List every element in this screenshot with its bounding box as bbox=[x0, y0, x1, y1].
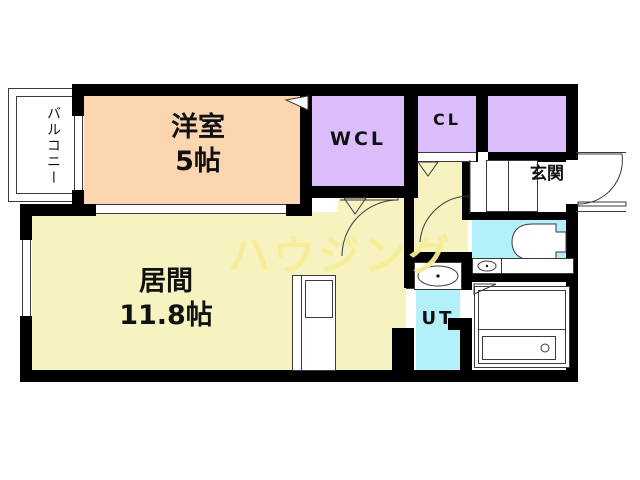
balcony-label: バルコニー bbox=[45, 106, 61, 186]
exterior-wall-bottom bbox=[20, 370, 578, 382]
corridor-entry-door-swing-icon bbox=[419, 195, 469, 243]
bath-door-indicator-icon bbox=[473, 283, 497, 295]
entry-closet bbox=[486, 160, 538, 212]
partition-corridor-entry bbox=[462, 162, 470, 220]
partition-ut-left-upper bbox=[404, 198, 414, 254]
entry-door-jamb-lower bbox=[566, 204, 578, 212]
ut-label: UT bbox=[421, 308, 455, 329]
bedroom-floor bbox=[84, 96, 310, 204]
entry-label: 玄関 bbox=[530, 164, 564, 184]
bathtub-fixture bbox=[482, 336, 556, 360]
exterior-wall-right-upper bbox=[566, 84, 578, 152]
living-floor bbox=[32, 212, 410, 370]
partition-toilet-top bbox=[462, 212, 578, 220]
partition-cl-right bbox=[476, 96, 488, 152]
entry-porch-outline bbox=[576, 152, 626, 212]
cl-door-indicator-icon bbox=[417, 161, 439, 177]
exterior-wall-left-upper-a bbox=[72, 84, 84, 116]
entry-hall-door-line-icon bbox=[469, 160, 471, 214]
cl-label: CL bbox=[433, 110, 461, 129]
wcl-label: WCL bbox=[329, 128, 386, 150]
exterior-wall-top bbox=[72, 84, 578, 96]
partition-bedroom-wcl bbox=[300, 96, 312, 216]
wcl-door-indicator-icon bbox=[343, 197, 367, 215]
entry-door-swing-icon bbox=[576, 152, 627, 207]
partition-living-right bbox=[392, 328, 404, 370]
bedroom-vent-icon bbox=[284, 95, 309, 111]
exterior-wall-left-lower bbox=[20, 316, 32, 382]
cl-door-sash bbox=[418, 152, 476, 162]
partition-entry-closet-bottom bbox=[488, 152, 566, 162]
bedroom-label-name: 洋室 bbox=[171, 112, 225, 143]
partition-corridor-bottom bbox=[404, 252, 470, 262]
bedroom-balcony-sash bbox=[74, 116, 83, 190]
partition-ut-left-mid bbox=[404, 262, 414, 288]
entry-closet-floor bbox=[488, 96, 574, 152]
kitchen-sink-basin bbox=[305, 280, 333, 318]
partition-wcl-bottom bbox=[312, 186, 404, 198]
living-label-size: 11.8帖 bbox=[119, 300, 213, 331]
corridor-upper-floor bbox=[410, 160, 468, 192]
partition-ut-left-lower bbox=[404, 330, 414, 370]
toilet-fixture-icon bbox=[511, 223, 567, 261]
partition-bedroom-living-left bbox=[84, 204, 96, 216]
wcl-floor bbox=[312, 96, 404, 186]
partition-wcl-right bbox=[404, 96, 418, 198]
bathtub-drain-icon bbox=[540, 343, 550, 353]
entry-closet-divider bbox=[508, 161, 509, 211]
exterior-wall-jog-top bbox=[20, 204, 84, 216]
living-label-name: 居間 bbox=[139, 266, 193, 297]
living-hallway-door-swing-icon bbox=[340, 198, 399, 257]
washbasin-bowl-icon bbox=[417, 265, 459, 287]
bedroom-label-size: 5帖 bbox=[175, 146, 221, 177]
living-window-sash bbox=[22, 240, 31, 316]
partition-toilet-bottom bbox=[462, 272, 578, 282]
partition-ut-right-vert bbox=[460, 318, 472, 370]
vanity-bowl-icon bbox=[477, 260, 497, 272]
bathroom-divider-line bbox=[478, 329, 566, 330]
bedroom-living-sliding-door bbox=[96, 204, 286, 214]
entry-door-jamb-upper bbox=[566, 152, 578, 160]
living-storage-outline bbox=[292, 275, 336, 371]
cl-floor bbox=[418, 96, 476, 152]
